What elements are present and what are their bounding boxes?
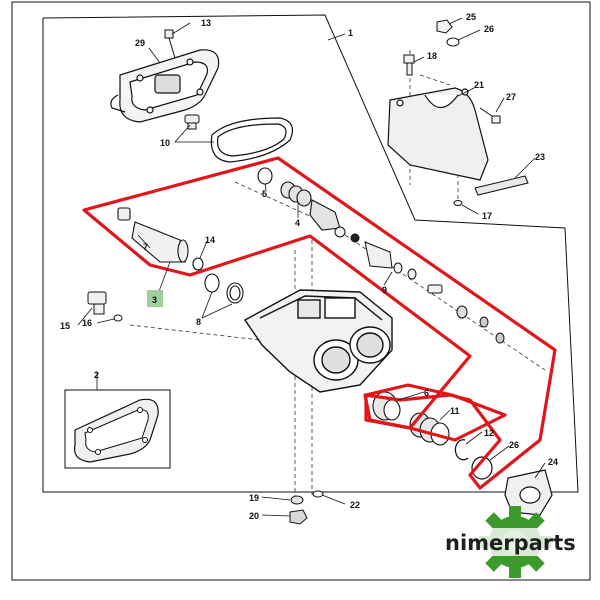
highlighted-label-3 (147, 290, 163, 307)
callout-14: 14 (205, 235, 215, 245)
callout-4: 4 (295, 218, 300, 228)
callout-numbers: 1 2 3 4 5 6 7 8 9 10 11 12 13 14 15 16 1… (60, 12, 558, 521)
highlight-outlines (82, 156, 557, 490)
watermark-brand-text: nimerparts (445, 531, 576, 555)
callout-26-bottom: 26 (509, 440, 519, 450)
callout-24: 24 (548, 457, 558, 467)
callout-17: 17 (482, 211, 492, 221)
part-spool-7 (117, 207, 189, 263)
part-spring-4 (280, 181, 341, 231)
part-oring-14 (192, 257, 204, 271)
part-valve-15 (87, 291, 123, 322)
assembly-outline (42, 14, 579, 493)
callout-8: 8 (196, 317, 201, 327)
callout-21: 21 (474, 80, 484, 90)
part-bracket-21 (387, 87, 489, 181)
callout-13: 13 (201, 18, 211, 28)
highlight-spool-group (82, 156, 557, 490)
valve-body (243, 289, 393, 393)
part-washer-22 (312, 490, 324, 498)
callout-22: 22 (350, 500, 360, 510)
callout-20: 20 (249, 511, 259, 521)
part-stack-9 (334, 226, 505, 344)
callout-18: 18 (427, 51, 437, 61)
callout-10: 10 (160, 138, 170, 148)
part-gasket-10 (210, 117, 293, 163)
callout-3: 3 (152, 295, 157, 305)
callout-26-top: 26 (484, 24, 494, 34)
callout-23: 23 (535, 152, 545, 162)
callout-27: 27 (506, 92, 516, 102)
part-nut-20 (289, 509, 308, 525)
part-snapring-12 (454, 439, 469, 461)
part-ring-5 (257, 167, 273, 185)
callout-6: 6 (424, 388, 429, 398)
diagram-frame (11, 1, 591, 581)
part-bolt-18 (403, 54, 415, 76)
part-fitting-10 (184, 114, 200, 130)
part-clip-17 (453, 200, 463, 206)
callout-12: 12 (484, 428, 494, 438)
part-rings-8 (204, 273, 244, 304)
part-nut-25 (436, 19, 460, 47)
callout-5: 5 (262, 189, 267, 199)
inset-part-2 (64, 389, 171, 469)
callout-15: 15 (60, 321, 70, 331)
callout-11: 11 (450, 406, 460, 416)
outer-border (11, 1, 591, 581)
part-plate-23 (474, 175, 529, 196)
watermark: nimerparts (443, 506, 583, 578)
callout-16: 16 (82, 318, 92, 328)
part-mount-24 (504, 469, 553, 516)
part-nut-19 (290, 495, 304, 505)
callout-29: 29 (135, 38, 145, 48)
part-bolt-27 (479, 107, 501, 124)
callout-1: 1 (348, 28, 353, 38)
callout-9: 9 (382, 285, 387, 295)
callout-19: 19 (249, 493, 259, 503)
part-ring-26 (471, 456, 493, 480)
part-bolt-13 (164, 29, 176, 59)
callout-25: 25 (466, 12, 476, 22)
part-cover-29 (110, 49, 220, 123)
highlight-plug-group (364, 383, 507, 442)
callout-7: 7 (143, 242, 148, 252)
callout-2: 2 (94, 370, 99, 380)
